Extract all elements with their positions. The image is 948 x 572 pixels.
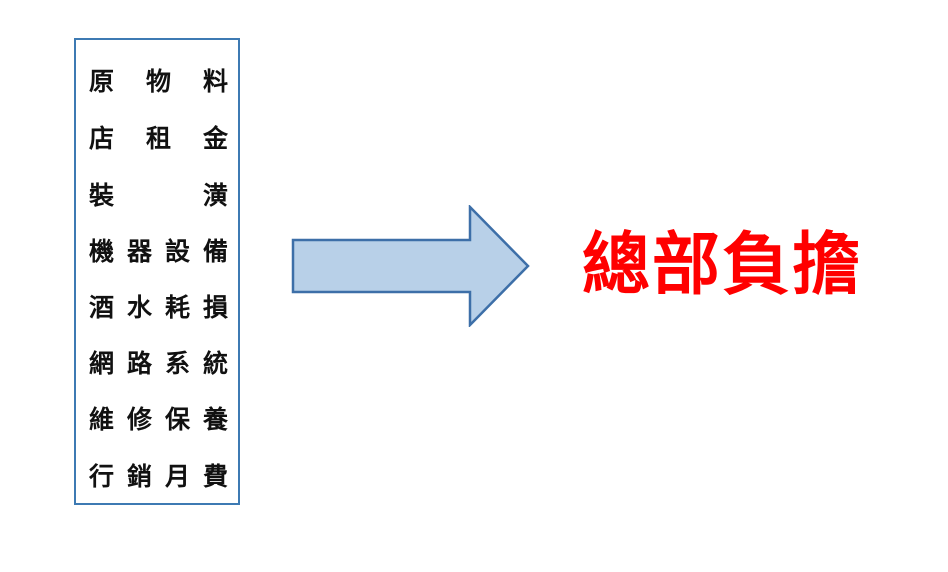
result-label: 總部負擔 (582, 226, 863, 305)
right-arrow-icon (291, 205, 530, 327)
cost-item-raw-materials: 原物料 (89, 67, 228, 96)
cost-item-beverage-loss: 酒水耗損 (89, 293, 228, 322)
cost-item-equipment: 機器設備 (89, 237, 228, 266)
cost-item-decoration: 裝潢 (89, 181, 228, 210)
cost-item-marketing-fee: 行銷月費 (89, 462, 228, 491)
cost-item-network-system: 網路系統 (89, 349, 228, 378)
cost-items-box: 原物料 店租金 裝潢 機器設備 酒水耗損 網路系統 維修保養 行銷月費 (74, 38, 240, 505)
cost-item-rent: 店租金 (89, 124, 228, 153)
cost-item-maintenance: 維修保養 (89, 405, 228, 434)
